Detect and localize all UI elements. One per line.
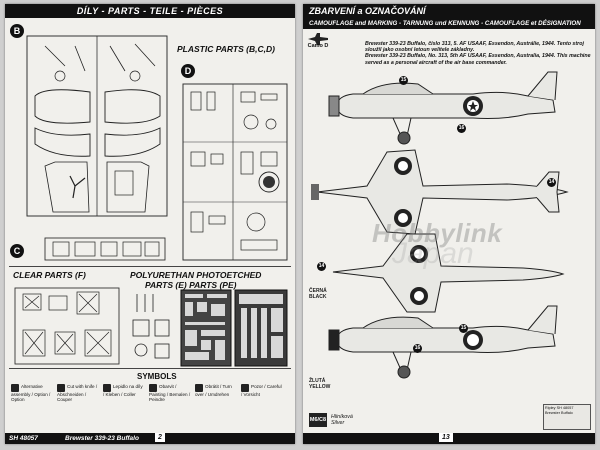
- section-divider: [9, 266, 291, 267]
- callout-14b: 14: [317, 262, 326, 271]
- bottom-view: [332, 233, 565, 313]
- callout-15b: 15: [459, 324, 468, 333]
- flip-icon: [195, 384, 203, 392]
- photoetched-parts-label: PARTS (E) PARTS (PE): [145, 280, 237, 290]
- symbol-cut: Cut with knife / Abschneiden / Couper: [57, 384, 98, 403]
- kit-code: SH 48057: [9, 435, 38, 442]
- aircraft-description: Brewster 339-23 Buffalo, číslo 313, 5. A…: [365, 41, 591, 66]
- parts-page: DÍLY - PARTS - TEILE - PIÈCES B PLASTIC …: [5, 4, 295, 444]
- symbols-title: SYMBOLS: [137, 372, 177, 381]
- sprue-b-drawing: [26, 35, 168, 217]
- photoetched-title: POLYURETHAN PHOTOETCHED: [130, 270, 262, 280]
- symbol-careful: Pozor / Careful / Vorsicht: [241, 384, 282, 397]
- glue-icon: [103, 384, 111, 392]
- watermark-japan: Japan: [392, 237, 474, 270]
- camo-label: Camo D: [307, 43, 329, 49]
- top-view: [311, 149, 569, 235]
- page-number-right: 13: [439, 433, 453, 442]
- paint-code: M6/C8: [309, 413, 327, 427]
- cut-icon: [57, 384, 65, 392]
- section-d-marker: D: [181, 64, 195, 78]
- camouflage-subheader: CAMOUFLAGE and MARKING - TARNUNG und KEN…: [303, 18, 595, 29]
- sprue-c-drawing: [44, 237, 166, 261]
- callout-16b: 16: [413, 344, 422, 353]
- symbol-option: Alternative assembly / Option / Option: [11, 384, 51, 403]
- symbols-divider: [9, 368, 291, 369]
- yellow-label: ŽLUTÁ YELLOW: [309, 378, 331, 390]
- camouflage-page: ZBARVENÍ a OZNAČOVÁNÍ CAMOUFLAGE and MAR…: [303, 4, 595, 444]
- callout-16: 16: [457, 124, 466, 133]
- plastic-parts-title: PLASTIC PARTS (B,C,D): [177, 44, 275, 54]
- paint-name: Hliníková Silver: [331, 414, 353, 426]
- symbol-paint: Obarvit / Painting / Bemalen / Peindre: [149, 384, 191, 403]
- optional-icon: [11, 384, 19, 392]
- side-view-bottom: [328, 305, 558, 379]
- clear-parts-drawing: [14, 287, 120, 365]
- black-label: ČERNÁ BLACK: [309, 288, 327, 300]
- kit-title: Brewster 339-23 Buffalo: [65, 435, 139, 442]
- sprue-d-drawing: [182, 83, 288, 261]
- clear-parts-title: CLEAR PARTS (F): [13, 270, 86, 280]
- hand-icon: [241, 384, 249, 392]
- photoetch-fret-drawing: [180, 289, 288, 367]
- callout-14: 14: [547, 178, 556, 187]
- section-b-marker: B: [10, 24, 24, 38]
- kit-corner-note: Ripley SH 48057 Brewster Buffalo: [543, 404, 591, 430]
- side-view-top: [328, 71, 558, 145]
- callout-15: 15: [399, 76, 408, 85]
- symbol-flip: Obrátit / Turn over / Umdrehen: [195, 384, 232, 397]
- symbol-glue: Lepidlo na díly / Kleben / Coller: [103, 384, 143, 397]
- section-c-marker: C: [10, 244, 24, 258]
- paint-icon: [149, 384, 157, 392]
- resin-parts-drawing: [132, 294, 170, 359]
- parts-header: DÍLY - PARTS - TEILE - PIÈCES: [5, 4, 295, 18]
- parts-footer: SH 48057 Brewster 339-23 Buffalo 2: [5, 433, 295, 444]
- camouflage-header: ZBARVENÍ a OZNAČOVÁNÍ: [303, 4, 595, 18]
- page-number-left: 2: [155, 433, 165, 442]
- camouflage-footer: 13: [303, 433, 595, 444]
- watermark: Hobbylink: [372, 218, 503, 248]
- camo-silhouette-icon: [308, 33, 328, 45]
